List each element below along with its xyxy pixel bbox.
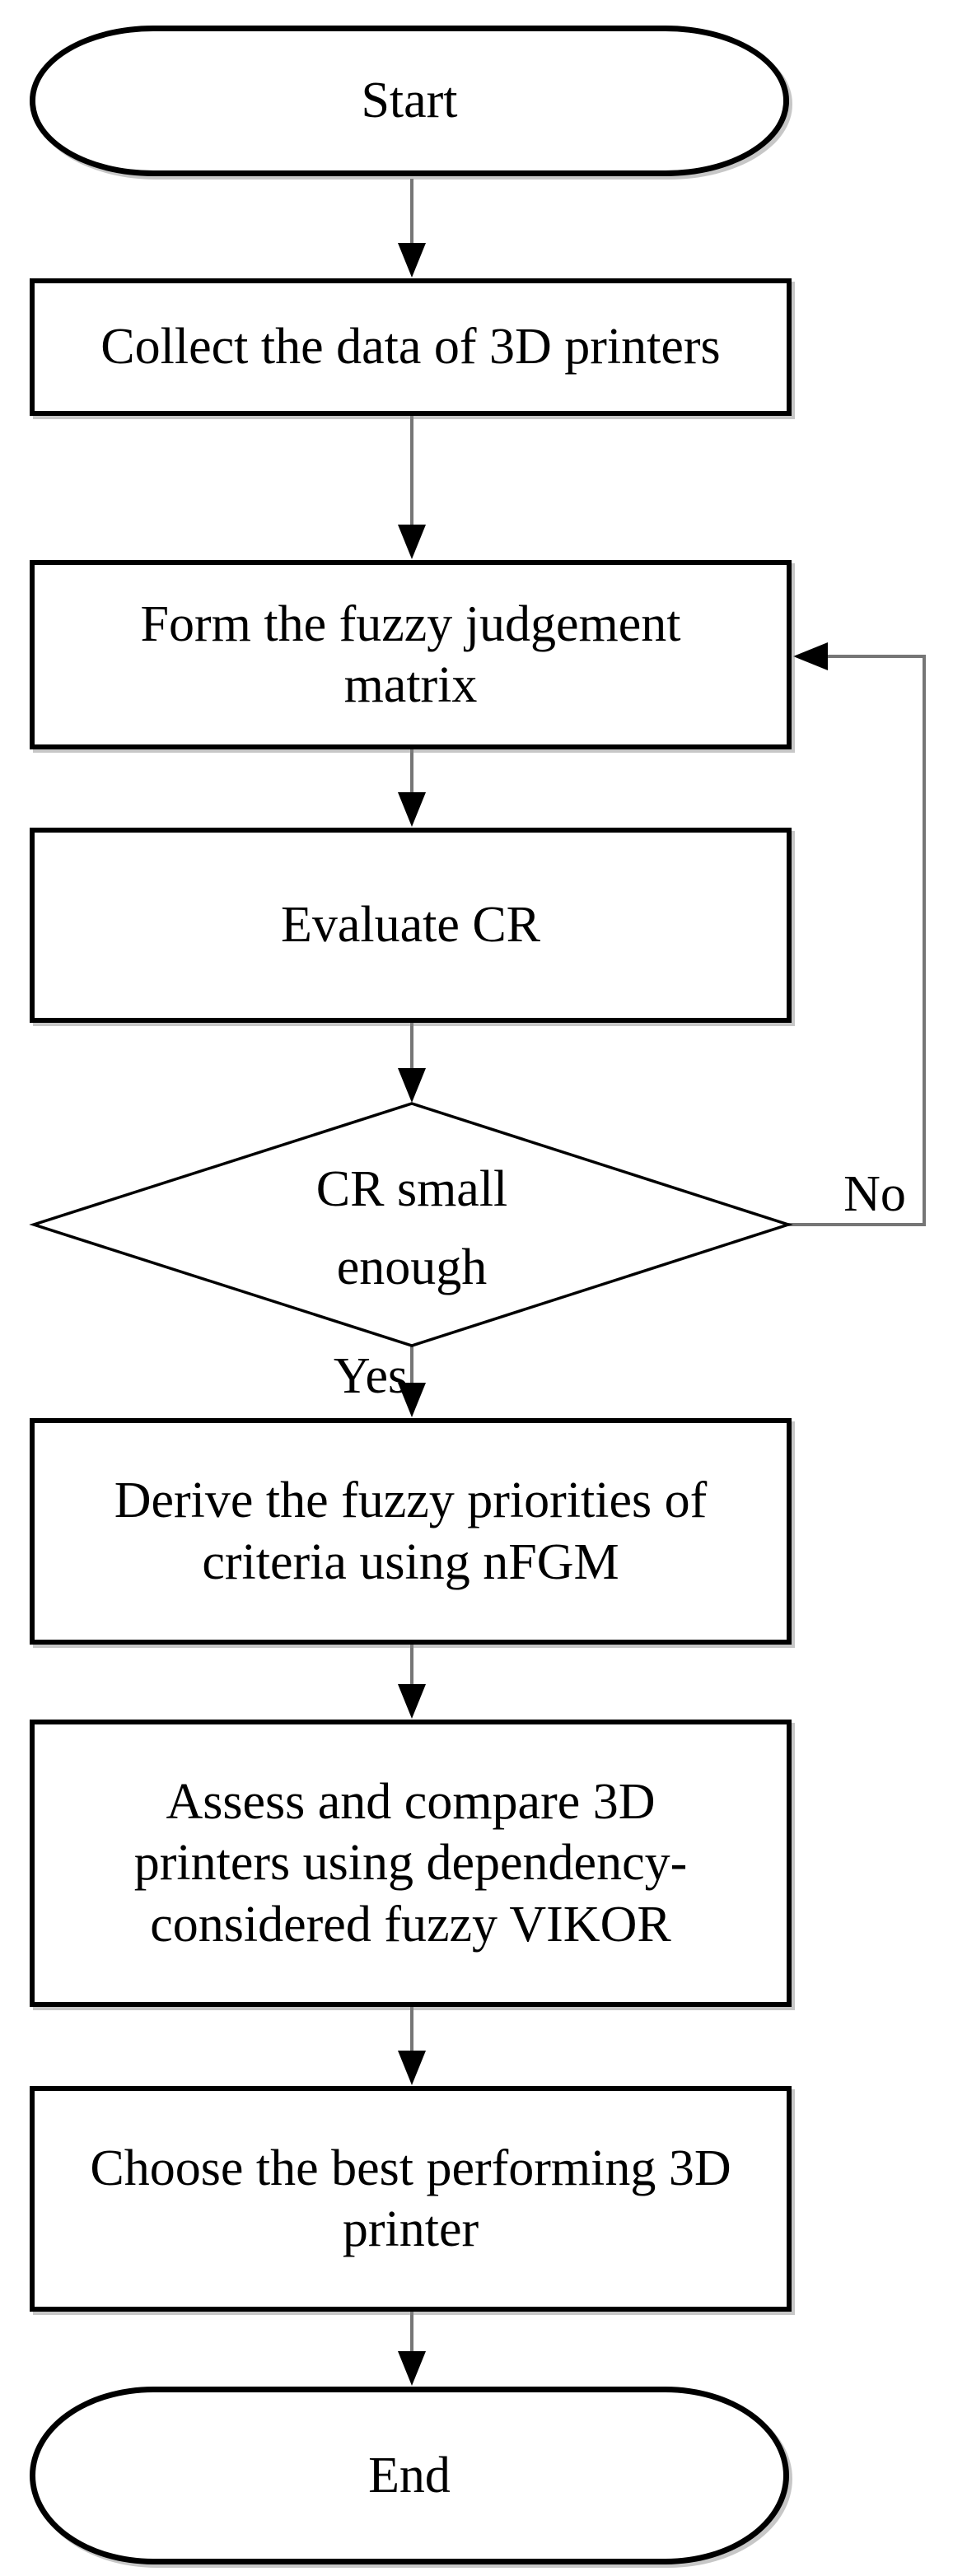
node-end-label: End bbox=[368, 2447, 451, 2504]
node-end-terminator: End bbox=[30, 2387, 789, 2564]
edge-label-yes: Yes bbox=[333, 1348, 409, 1404]
arrowhead-icon bbox=[398, 1684, 426, 1719]
node-choose-label: Choose the best performing 3D printer bbox=[90, 2140, 731, 2257]
node-start-terminator: Start bbox=[30, 26, 789, 176]
node-evaluate-label: Evaluate CR bbox=[280, 897, 541, 954]
decision-cr-small-enough-label: CR small enough bbox=[315, 1161, 508, 1295]
arrowhead-icon bbox=[398, 1068, 426, 1103]
node-form-label: Form the fuzzy judgement matrix bbox=[140, 595, 681, 713]
node-collect-data-process: Collect the data of 3D printers bbox=[30, 278, 792, 416]
arrowhead-icon bbox=[398, 2351, 426, 2386]
edge-decision-form-no-loop bbox=[788, 655, 926, 1226]
node-start-label: Start bbox=[361, 72, 458, 129]
node-derive-label: Derive the fuzzy priorities of criteria … bbox=[114, 1472, 708, 1590]
arrowhead-icon bbox=[398, 525, 426, 559]
arrowhead-icon bbox=[398, 243, 426, 278]
arrowhead-icon bbox=[793, 642, 828, 670]
edge-label-no: No bbox=[843, 1166, 906, 1222]
node-assess-compare-process: Assess and compare 3D printers using dep… bbox=[30, 1720, 792, 2007]
arrowhead-icon bbox=[398, 1383, 426, 1417]
node-assess-label: Assess and compare 3D printers using dep… bbox=[133, 1773, 688, 1953]
node-evaluate-cr-process: Evaluate CR bbox=[30, 828, 792, 1023]
node-choose-printer-process: Choose the best performing 3D printer bbox=[30, 2086, 792, 2312]
arrowhead-icon bbox=[398, 2051, 426, 2085]
node-form-fuzzy-matrix-process: Form the fuzzy judgement matrix bbox=[30, 560, 792, 749]
node-collect-label: Collect the data of 3D printers bbox=[100, 319, 721, 376]
decision-diamond-shape bbox=[29, 1102, 793, 1347]
arrowhead-icon bbox=[398, 792, 426, 827]
node-derive-priorities-process: Derive the fuzzy priorities of criteria … bbox=[30, 1418, 792, 1645]
